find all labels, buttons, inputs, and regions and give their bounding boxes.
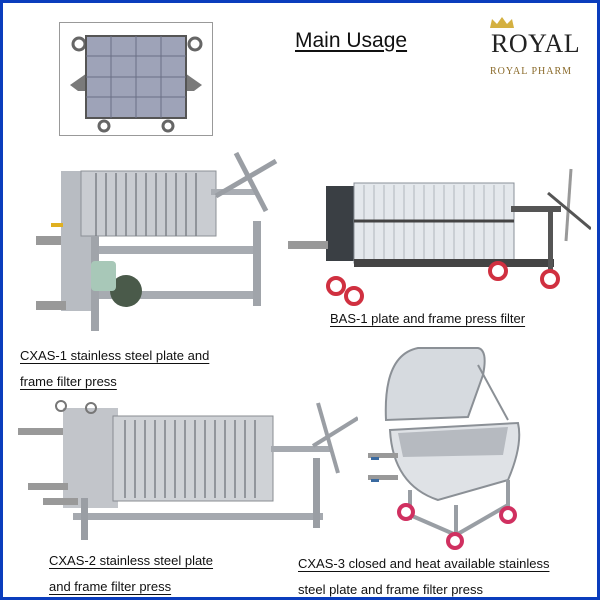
bas1-image <box>286 161 591 306</box>
crown-icon <box>490 17 514 28</box>
cxas1-caption-line1: CXAS-1 stainless steel plate and <box>20 348 210 363</box>
cxas2-filter-press-icon <box>18 400 358 540</box>
brand-subtitle: ROYAL PHARM <box>490 66 573 77</box>
brand-logo: ROYAL ROYAL PHARM <box>489 17 581 79</box>
cxas2-image <box>13 398 358 543</box>
cxas3-image <box>368 345 533 550</box>
cxas1-image <box>31 151 281 333</box>
cxas2-caption-line1: CXAS-2 stainless steel plate <box>49 553 214 568</box>
cxas3-closed-filter-press-icon <box>368 347 521 550</box>
filter-plate-image <box>59 22 213 136</box>
cxas2-caption-line2: and frame filter press <box>49 579 172 594</box>
cxas1-caption-line2: frame filter press <box>20 374 117 389</box>
page-title: Main Usage <box>295 29 408 52</box>
filter-plate-icon <box>70 35 203 133</box>
cxas3-caption-line2: steel plate and frame filter press <box>298 582 483 597</box>
brand-name: ROYAL <box>491 29 581 58</box>
bas1-caption: BAS-1 plate and frame press filter <box>330 311 526 326</box>
cxas1-filter-press-icon <box>36 151 278 331</box>
bas1-filter-press-icon <box>288 168 591 306</box>
cxas3-caption-line1: CXAS-3 closed and heat available stainle… <box>298 556 550 571</box>
